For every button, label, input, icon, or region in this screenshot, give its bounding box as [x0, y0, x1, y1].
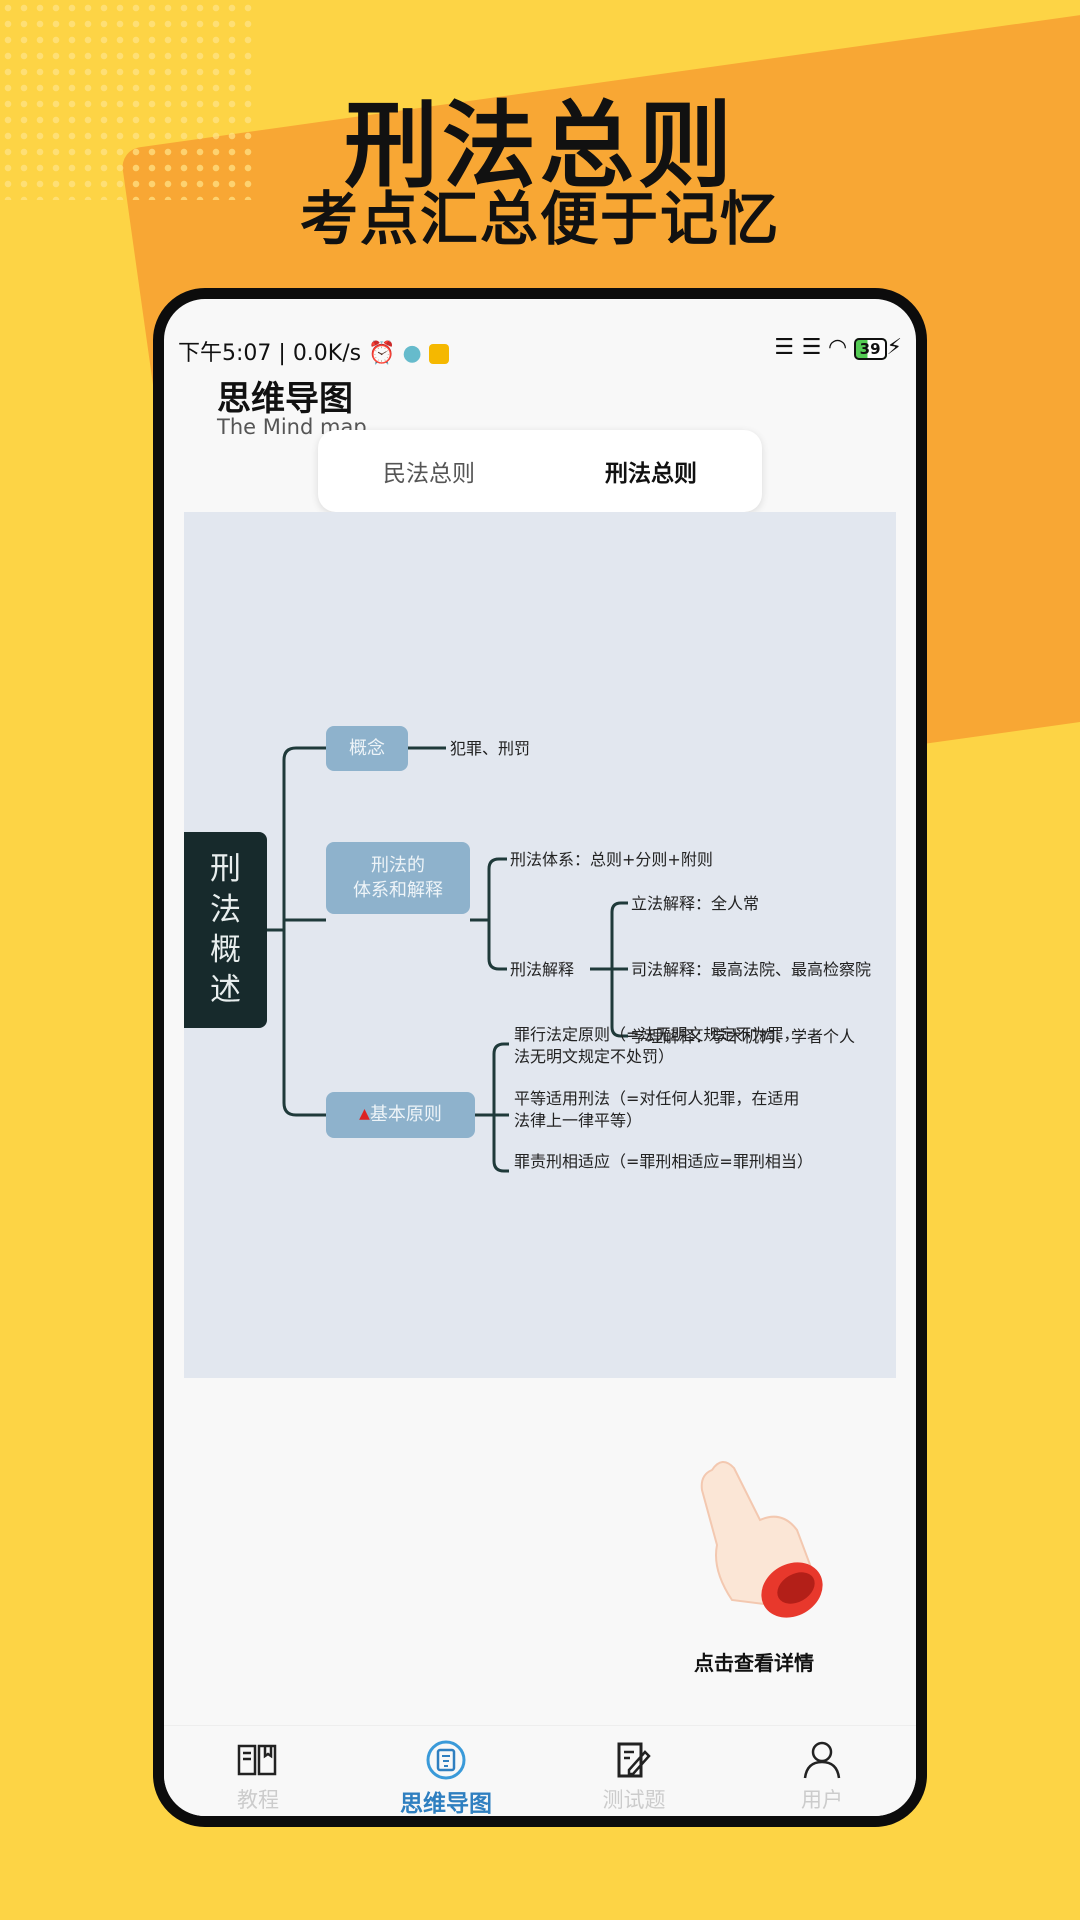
nav-tutorial[interactable]: 教程 [164, 1726, 352, 1816]
segmented-control: 民法总则 刑法总则 [318, 430, 762, 512]
nav-mindmap[interactable]: 思维导图 [352, 1726, 540, 1816]
promo-title: 刑法总则 [343, 92, 736, 201]
root-node[interactable]: 刑法概述 [184, 832, 267, 1028]
weather-icon: ● [402, 341, 422, 366]
leaf-principle-2: 平等适用刑法（=对任何人犯罪，在适用法律上一律平等） [514, 1089, 800, 1130]
node-system[interactable]: 刑法的体系和解释 [326, 842, 470, 914]
leaf-interpretation: 刑法解释 [510, 960, 575, 979]
nav-user[interactable]: 用户 [728, 1726, 916, 1816]
mind-map[interactable]: 刑法概述 概念 犯罪、刑罚 刑法的体系和解释 刑法体系：总则+分则+附则 刑法解… [184, 512, 896, 1378]
battery-icon: 39 [853, 338, 887, 360]
clipboard-icon [426, 1740, 466, 1780]
page-title: 思维导图 [217, 379, 353, 419]
user-icon [803, 1741, 841, 1779]
leaf-system: 刑法体系：总则+分则+附则 [510, 850, 713, 869]
background-dots [0, 0, 260, 200]
book-icon [237, 1744, 277, 1776]
signal-icon: ☰ [774, 335, 794, 360]
status-icons: ☰ ☰ ◠ 39⚡ [774, 335, 902, 360]
leaf-concept: 犯罪、刑罚 [450, 739, 531, 758]
app-notification-icon [428, 344, 449, 364]
leaf-judicial: 司法解释：最高法院、最高检察院 [631, 960, 872, 979]
tap-hand-icon[interactable] [672, 1450, 832, 1630]
mind-map-connectors [267, 746, 628, 1173]
alarm-icon: ⏰ [368, 341, 396, 366]
node-principles[interactable]: ▲基本原则 [326, 1092, 475, 1138]
bottom-nav: 教程 思维导图 测试题 用户 [164, 1725, 916, 1816]
leaf-legislative: 立法解释：全人常 [631, 894, 760, 913]
edit-note-icon [617, 1742, 651, 1778]
leaf-principle-1: 罪行法定原则（=法无明文规定不为罪，法无明文规定不处罚） [514, 1025, 800, 1066]
leaf-principle-3: 罪责刑相适应（=罪刑相适应=罪刑相当） [514, 1152, 813, 1171]
leaf-academic: 学理解释：学术机构、学者个人 [631, 1027, 856, 1046]
tab-criminal-law[interactable]: 刑法总则 [605, 461, 697, 487]
tab-civil-law[interactable]: 民法总则 [383, 461, 475, 487]
node-concept[interactable]: 概念 [326, 726, 408, 771]
promo-subtitle: 考点汇总便于记忆 [299, 185, 780, 253]
warning-triangle-icon: ▲ [359, 1106, 370, 1123]
nav-quiz[interactable]: 测试题 [540, 1726, 728, 1816]
phone-frame: 下午5:07 | 0.0K/s ⏰ ● ☰ ☰ ◠ 39⚡ 思维导图 The M… [153, 288, 927, 1827]
signal-icon-2: ☰ [801, 335, 822, 360]
wifi-icon: ◠ [829, 335, 846, 360]
status-time: 下午5:07 | 0.0K/s ⏰ ● [178, 335, 449, 367]
view-details-label[interactable]: 点击查看详情 [694, 1651, 814, 1675]
